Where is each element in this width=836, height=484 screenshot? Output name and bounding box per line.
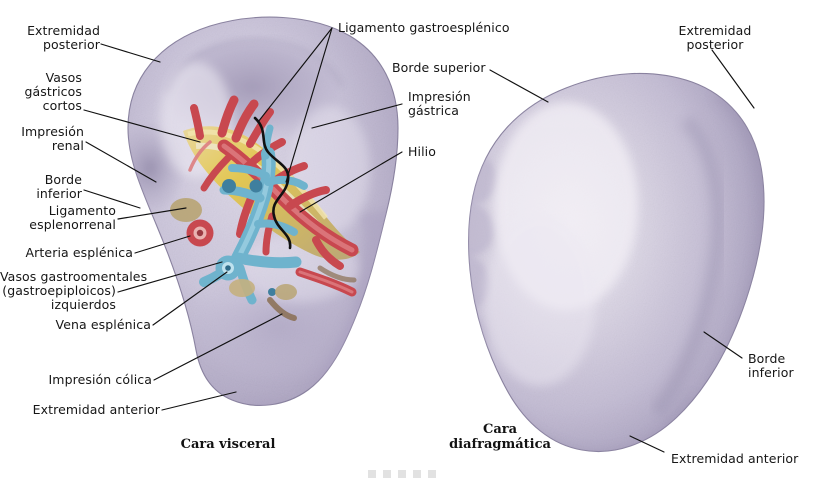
label-impresion-renal: Impresión renal: [21, 124, 84, 153]
leader-ligamento-gastroesplenico: [257, 27, 333, 123]
label-ligamento-esplenorrenal: Ligamento esplenorrenal: [29, 203, 116, 232]
label-extremidad-posterior-derecha: Extremidad posterior: [678, 23, 752, 52]
caption-cara-diafragmatica: Cara diafragmática: [449, 422, 551, 452]
label-arteria-esplenica: Arteria esplénica: [25, 245, 133, 260]
leader-impresion-colica: [153, 313, 283, 381]
label-impresion-colica: Impresión cólica: [48, 372, 152, 387]
label-extremidad-posterior-izquierda: Extremidad posterior: [27, 23, 100, 52]
leader-vena-esplenica: [152, 271, 228, 326]
leader-extremidad-anterior-izq: [161, 391, 237, 411]
leader-hilio: [299, 151, 403, 213]
visceral-surface-spleen: [127, 16, 399, 406]
decoration-dot: [413, 470, 421, 478]
page-decoration-dots: [368, 470, 436, 478]
label-extremidad-anterior-izquierda: Extremidad anterior: [32, 402, 160, 417]
decoration-dot: [383, 470, 391, 478]
leader-lines: [83, 27, 755, 453]
leader-arteria-esplenica: [134, 235, 191, 254]
leader-extremidad-anterior-der: [629, 435, 665, 453]
label-vena-esplenica: Vena esplénica: [55, 317, 151, 332]
ligamento-gastroesplenico-cutedge: [253, 116, 292, 250]
label-extremidad-anterior-derecha: Extremidad anterior: [671, 451, 799, 466]
label-borde-inferior-izquierdo: Borde inferior: [36, 172, 82, 201]
caption-cara-visceral: Cara visceral: [180, 437, 276, 452]
ligamento-esplenorrenal-fat: [170, 198, 202, 222]
leader-extremidad-posterior-der: [711, 49, 755, 109]
decoration-dot: [368, 470, 376, 478]
label-borde-inferior-derecho: Borde inferior: [748, 351, 794, 380]
leader-ligamento-esplenorrenal: [117, 207, 187, 220]
leader-borde-superior: [489, 69, 549, 103]
leader-vasos-gastricos-cortos: [83, 109, 201, 143]
arteria-esplenica-vessels: [188, 95, 359, 270]
decoration-dot: [398, 470, 406, 478]
label-impresion-gastrica: Impresión gástrica: [408, 89, 471, 118]
arteria-esplenica-stump: [186, 219, 214, 247]
leader-vasos-gastroomentales: [117, 261, 223, 293]
leader-impresion-renal: [85, 141, 157, 183]
leader-ligamento-gastroesplenico-2: [285, 27, 333, 183]
vena-esplenica-stump: [215, 255, 241, 281]
decoration-dot: [428, 470, 436, 478]
label-vasos-gastricos-cortos: Vasos gástricos cortos: [24, 70, 82, 113]
leader-borde-inferior-der: [703, 331, 743, 359]
label-hilio: Hilio: [408, 144, 436, 159]
leader-extremidad-posterior-izq: [100, 43, 161, 63]
hilum-region: [170, 95, 360, 321]
label-ligamento-gastroesplenico: Ligamento gastroesplénico: [338, 20, 510, 35]
label-borde-superior: Borde superior: [392, 60, 486, 75]
leader-borde-inferior-izq: [83, 189, 141, 209]
diaphragmatic-surface-spleen: [468, 72, 765, 453]
leader-impresion-gastrica: [311, 103, 403, 129]
label-vasos-gastroomentales-izquierdos: Vasos gastroomentales (gastroepiploicos)…: [0, 269, 148, 312]
